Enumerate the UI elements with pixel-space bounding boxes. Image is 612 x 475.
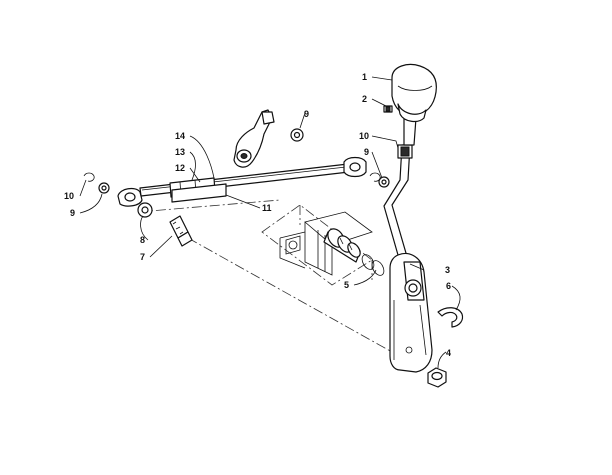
small-clips xyxy=(83,172,381,182)
callout-13: 13 xyxy=(175,147,185,157)
callout-7: 7 xyxy=(140,252,145,262)
callout-2: 2 xyxy=(362,94,367,104)
bushing xyxy=(137,202,153,218)
e-clip xyxy=(437,307,464,328)
callout-4: 4 xyxy=(446,348,451,358)
callout-10-left: 10 xyxy=(64,191,74,201)
callout-5: 5 xyxy=(344,280,349,290)
shift-knob xyxy=(391,63,437,123)
callout-12: 12 xyxy=(175,163,185,173)
pivot-bolt xyxy=(169,215,193,247)
callout-9-left: 9 xyxy=(70,208,75,218)
o-rings xyxy=(361,254,385,276)
bell-crank xyxy=(233,109,275,168)
callout-6: 6 xyxy=(446,281,451,291)
callout-9-top: 9 xyxy=(304,109,309,119)
lever-plate xyxy=(389,252,433,373)
callout-3: 3 xyxy=(445,265,450,275)
washers xyxy=(98,128,390,194)
transmission-housing xyxy=(279,211,373,276)
linkage-rod xyxy=(139,163,350,203)
rod-end-left xyxy=(117,187,143,207)
nut xyxy=(427,367,447,388)
screw xyxy=(383,105,393,113)
callout-14: 14 xyxy=(175,131,185,141)
rod-end-right xyxy=(343,156,367,178)
leader-lines xyxy=(79,76,461,369)
callout-8: 8 xyxy=(140,235,145,245)
callout-10-right: 10 xyxy=(359,131,369,141)
callout-1: 1 xyxy=(362,72,367,82)
callout-11: 11 xyxy=(262,203,272,213)
callouts: 1 2 10 9 9 14 13 12 11 10 9 8 7 5 3 6 4 xyxy=(64,72,451,358)
callout-9-right: 9 xyxy=(364,147,369,157)
shift-shaft xyxy=(323,228,361,263)
